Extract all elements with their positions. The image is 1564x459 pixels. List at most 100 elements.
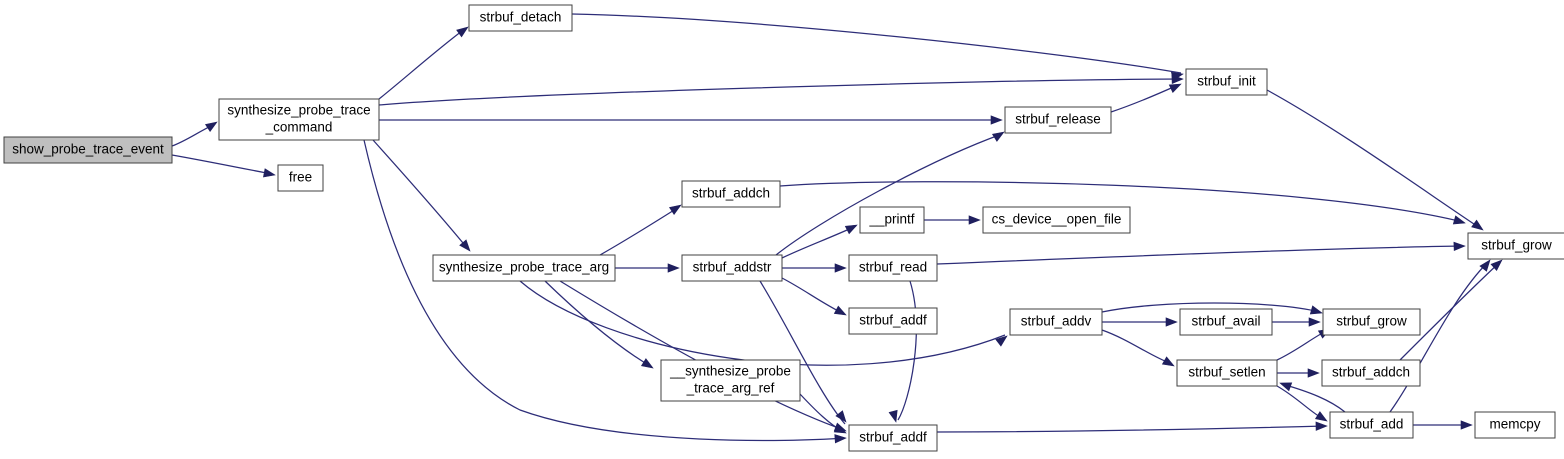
edges-layer [171,13,1501,442]
node-box[interactable] [218,98,380,141]
arrow-head [1165,317,1178,327]
arrow-head [1170,71,1184,81]
node-box[interactable] [1009,308,1103,336]
node-box[interactable] [432,254,616,282]
node-strbuf_add[interactable]: strbuf_add [1329,411,1414,439]
arrow-head [1308,317,1321,327]
arrow-head [459,239,471,252]
node-strbuf_addstr[interactable]: strbuf_addstr [681,254,783,282]
edge-synthesize_probe_trace_arg-to-strbuf_addch_top [599,206,680,256]
node-box[interactable] [1179,308,1273,336]
edge-show_probe_trace_event-to-free [171,154,273,175]
node-box[interactable] [848,307,938,335]
arrow-head [640,358,654,369]
edge-strbuf_addstr-to-strbuf_addf_bot [759,280,846,425]
node-strbuf_grow_right[interactable]: strbuf_grow [1467,232,1564,260]
arrow-head [1161,356,1175,367]
node-box[interactable] [1474,411,1556,439]
arrow-head [991,131,1005,142]
node-box[interactable] [1329,411,1414,439]
node-box[interactable] [1176,359,1278,387]
arrow-head [204,121,218,133]
arrow-head [1307,368,1320,378]
arrow-head [1314,411,1328,422]
edge-synthesize_probe_trace_command-to-strbuf_addf_bot [363,139,845,442]
nodes-layer: show_probe_trace_event synthesize_probe_t… [3,4,1564,452]
arrow-head [1452,215,1466,225]
node-box[interactable] [277,164,324,192]
node-strbuf_read[interactable]: strbuf_read [848,254,938,282]
arrow-head [1168,83,1182,93]
node-strbuf_grow_mid[interactable]: strbuf_grow [1322,308,1421,336]
node-box[interactable] [1467,232,1564,260]
arrow-head [990,115,1003,125]
edge-strbuf_release-to-strbuf_init [1110,84,1179,113]
node-strbuf_setlen[interactable]: strbuf_setlen [1176,359,1278,387]
node-box[interactable] [1321,359,1421,387]
edge-strbuf_read-to-strbuf_addf_bot [897,280,917,421]
node-box[interactable] [681,254,783,282]
arrow-head [668,204,682,216]
edge-strbuf_read-to-strbuf_grow_right [936,245,1464,265]
edge-synthesize_probe_trace_command-to-strbuf_init [378,78,1182,106]
arrow-head [1460,420,1473,430]
node-box[interactable] [1185,68,1268,96]
node-box[interactable] [681,180,781,208]
node-box[interactable] [982,206,1131,234]
edge-strbuf_addstr-to-strbuf_addf_mid [781,277,845,315]
node-memcpy[interactable]: memcpy [1474,411,1556,439]
edge-strbuf_init-to-strbuf_grow_right [1266,89,1481,229]
node-cs_device__open_file[interactable]: cs_device__open_file [982,206,1131,234]
edge-synthesize_probe_trace_command-to-strbuf_detach [378,27,467,100]
edge-strbuf_addch_bot-to-strbuf_grow_right [1399,261,1501,361]
arrow-head [1309,305,1323,315]
node-box[interactable] [3,136,173,164]
node-box[interactable] [848,424,938,452]
node-strbuf_detach[interactable]: strbuf_detach [468,4,573,32]
node-box[interactable] [468,4,573,32]
node-strbuf_addch_top[interactable]: strbuf_addch [681,180,781,208]
arrow-head [833,305,847,316]
node-strbuf_addf_mid[interactable]: strbuf_addf [848,307,938,335]
node-box[interactable] [1004,106,1112,134]
arrow-heads-layer [204,26,1503,444]
node-synthesize_probe_trace_arg[interactable]: synthesize_probe_trace_arg [432,254,616,282]
edge-strbuf_add-to-strbuf_setlen [1281,383,1346,413]
node-__synthesize_probe_trace_arg_ref[interactable]: __synthesize_probe_trace_arg_ref [660,359,801,402]
node-box[interactable] [1322,308,1421,336]
edge-synthesize_probe_trace_arg-to-strbuf_addv [519,280,1006,366]
arrow-head [844,224,858,235]
node-strbuf_addch_bot[interactable]: strbuf_addch [1321,359,1421,387]
node-box[interactable] [660,359,801,402]
edge-strbuf_addstr-to-strbuf_release [775,133,1003,256]
arrow-head [456,26,469,38]
edge-strbuf_addv-to-strbuf_setlen [1101,329,1173,365]
arrow-head [1453,241,1466,252]
node-strbuf_addv[interactable]: strbuf_addv [1009,308,1103,336]
node-show_probe_trace_event[interactable]: show_probe_trace_event [3,136,173,164]
arrow-head [834,434,847,444]
arrow-head [1471,219,1484,231]
arrow-head [995,335,1008,347]
edge-strbuf_addv-to-strbuf_grow_mid [1101,302,1321,313]
node-free[interactable]: free [277,164,324,192]
node-box[interactable] [848,254,938,282]
node-strbuf_release[interactable]: strbuf_release [1004,106,1112,134]
node-__printf[interactable]: __printf [859,206,925,234]
node-synthesize_probe_trace_command[interactable]: synthesize_probe_trace_command [218,98,380,141]
node-box[interactable] [859,206,925,234]
node-strbuf_init[interactable]: strbuf_init [1185,68,1268,96]
node-strbuf_avail[interactable]: strbuf_avail [1179,308,1273,336]
arrow-head [968,215,981,225]
edge-strbuf_addf_bot-to-strbuf_add [936,425,1326,433]
edge-strbuf_detach-to-strbuf_init [571,13,1182,74]
edge-synthesize_probe_trace_arg-to-__synthesize_probe_trace_arg_ref [544,280,651,367]
arrow-head [1279,382,1293,392]
arrow-head [888,409,898,423]
arrow-head [1315,421,1328,431]
node-strbuf_addf_bot[interactable]: strbuf_addf [848,424,938,452]
arrow-head [834,263,847,273]
arrow-head [263,168,276,178]
arrow-head [1479,259,1491,272]
